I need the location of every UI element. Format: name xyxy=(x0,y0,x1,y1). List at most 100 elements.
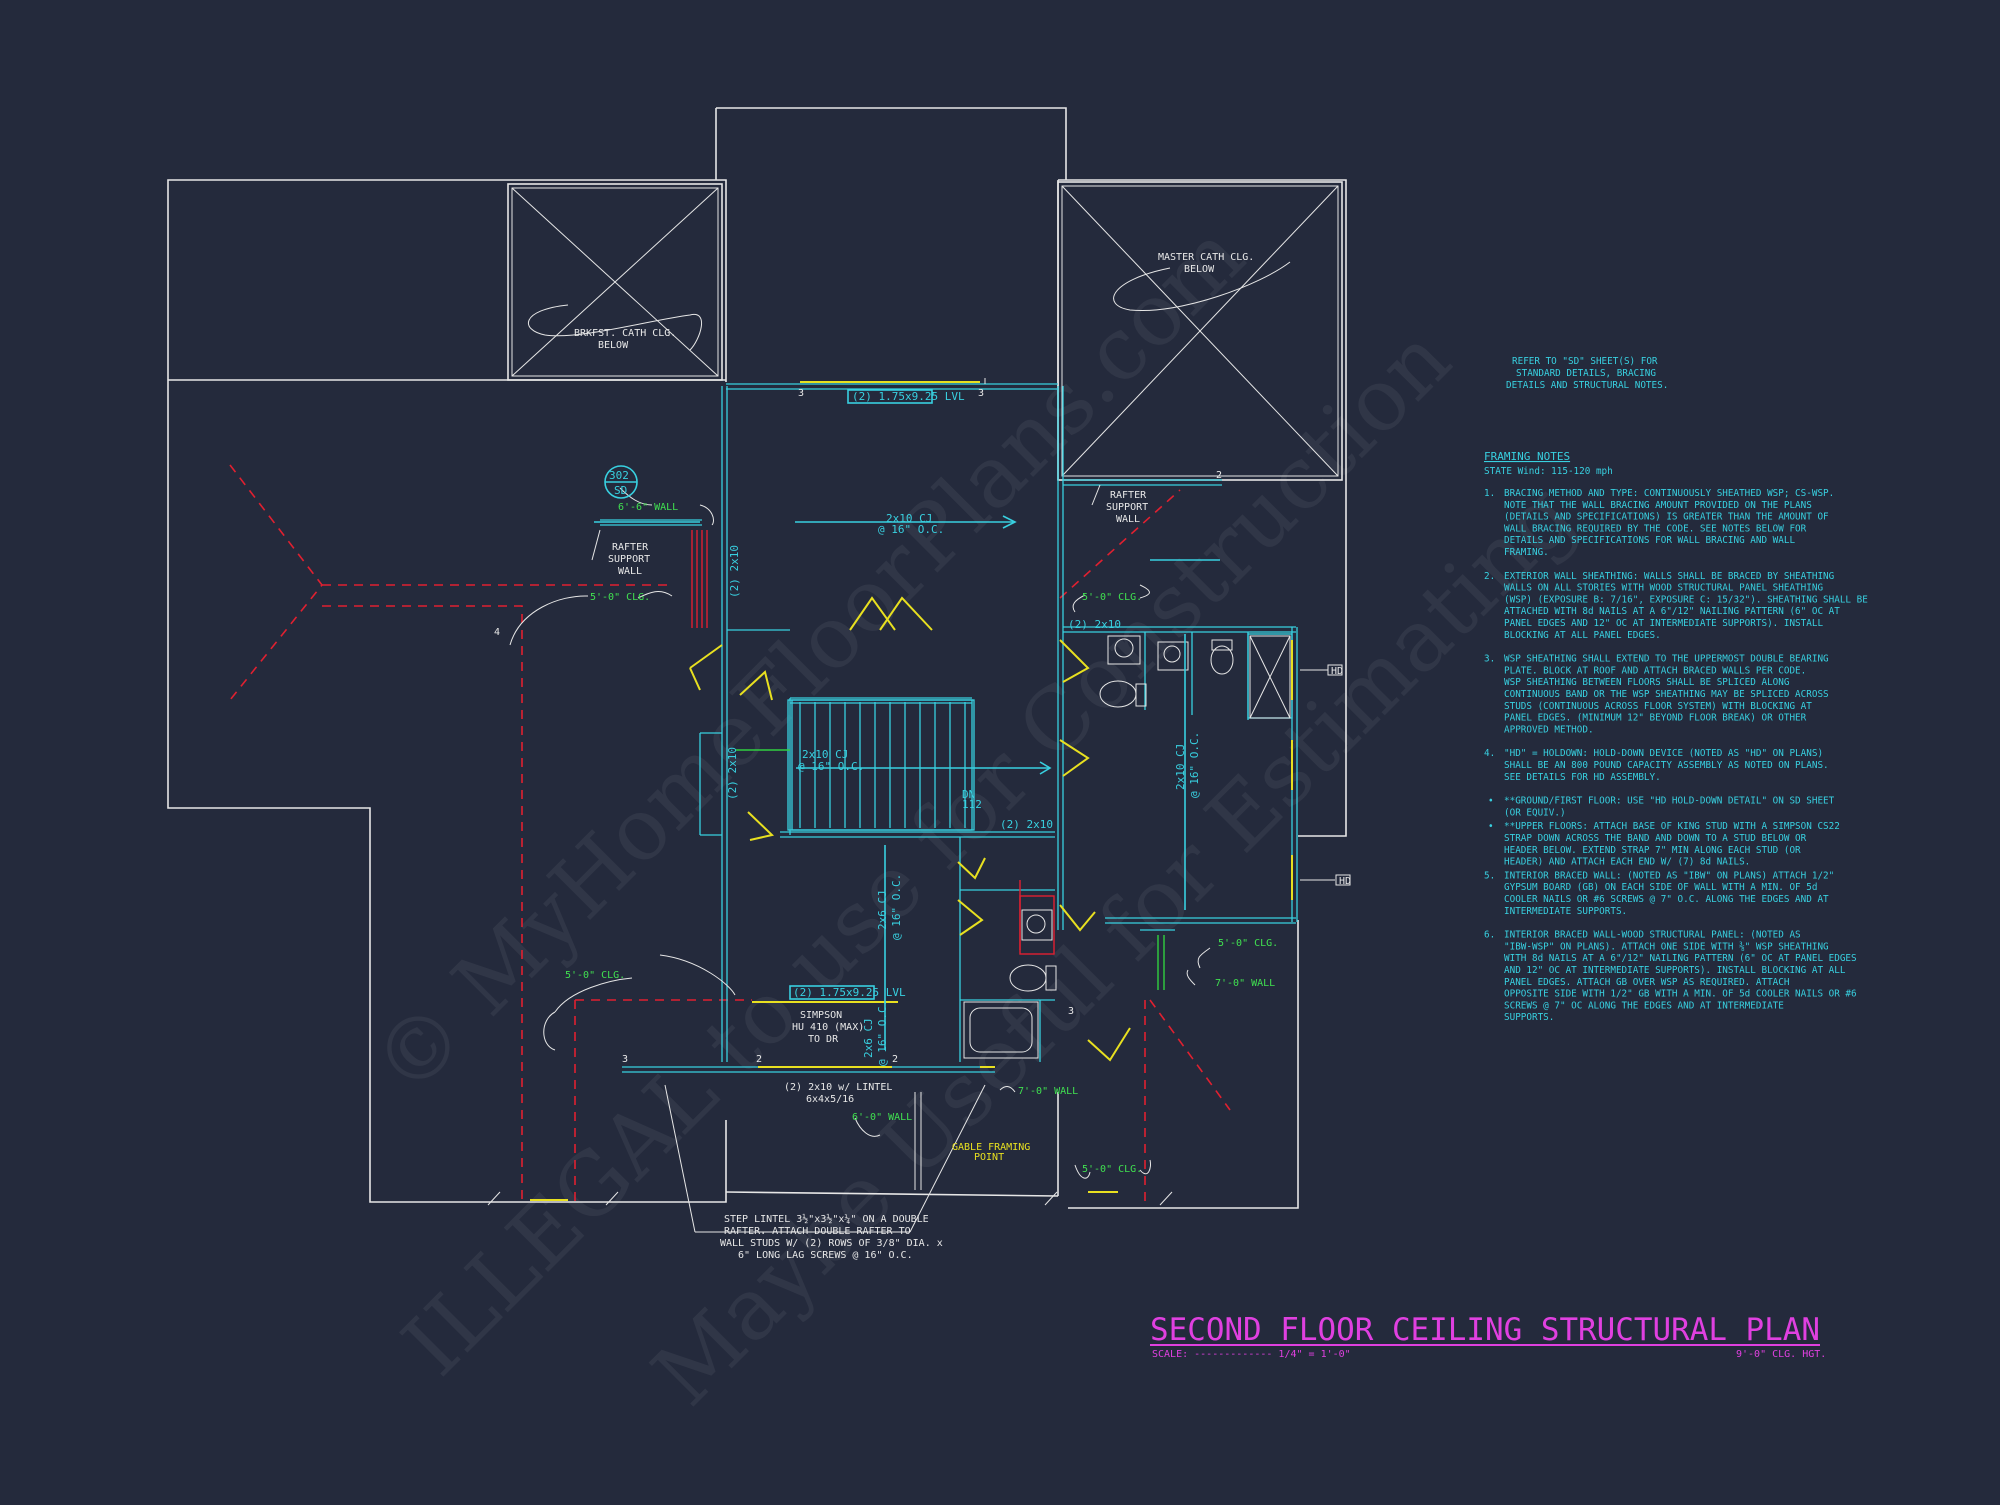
note-line: PANEL EDGES AND 12" OC AT INTERMEDIATE S… xyxy=(1504,618,1823,629)
beam-2x10-vert-a: (2) 2x10 xyxy=(728,545,741,598)
note-line: ATTACHED WITH 8d NAILS AT A 6"/12" NAILI… xyxy=(1504,606,1840,617)
detail-callout: 302 SD xyxy=(594,465,700,523)
cj-right-2: @ 16" O.C. xyxy=(1188,732,1201,798)
note-line: APPROVED METHOD. xyxy=(1504,724,1594,735)
note-line: "IBW-WSP" ON PLANS). ATTACH ONE SIDE WIT… xyxy=(1504,941,1829,952)
note-line: PLATE. BLOCK AT ROOF AND ATTACH BRACED W… xyxy=(1504,665,1806,676)
clg-5-lower-right: 5'-0" CLG. xyxy=(1218,938,1278,949)
step-lintel-2: RAFTER. ATTACH DOUBLE RAFTER TO xyxy=(724,1226,911,1237)
beam-2x10-vert-b: (2) 2x10 xyxy=(726,747,739,800)
note-line: (DETAILS AND SPECIFICATIONS) IS GREATER … xyxy=(1504,512,1829,523)
wall-7-center: 7'-0" WALL xyxy=(1018,1086,1078,1097)
master-cath-label-2: BELOW xyxy=(1184,264,1215,275)
hd-label-2: HD xyxy=(1339,876,1351,887)
note-number: • xyxy=(1488,796,1494,807)
note-number: 3. xyxy=(1484,654,1495,665)
hold-downs: HD HD xyxy=(1327,664,1351,887)
mark-3d: 3 xyxy=(1068,1006,1074,1017)
brkfst-cath-ceiling: BRKFST. CATH CLG. BELOW xyxy=(507,183,723,381)
note-line: WALL BRACING REQUIRED BY THE CODE. SEE N… xyxy=(1504,523,1807,534)
note-line: SEE DETAILS FOR HD ASSEMBLY. xyxy=(1504,772,1661,783)
clg-5-lower-left: 5'-0" CLG. xyxy=(565,970,625,981)
note-line: (WSP) (EXPOSURE B: 7/16", EXPOSURE C: 15… xyxy=(1504,594,1868,605)
note-line: WALLS ON ALL STORIES WITH WOOD STRUCTURA… xyxy=(1504,583,1823,594)
step-lintel-4: 6" LONG LAG SCREWS @ 16" O.C. xyxy=(738,1250,913,1261)
stair-dn: DN xyxy=(962,788,975,801)
note-line: OPPOSITE SIDE WITH 1/2" GB WITH A MIN. O… xyxy=(1504,989,1857,1000)
note-line: HEADER BELOW. EXTEND STRAP 7" MIN ALONG … xyxy=(1504,845,1801,856)
cj-stair-1: 2x10 CJ xyxy=(802,748,848,761)
cj-center-2: @ 16" O.C. xyxy=(890,874,903,940)
note-line: **GROUND/FIRST FLOOR: USE "HD HOLD-DOWN … xyxy=(1504,796,1835,807)
mark-2c: 2 xyxy=(892,1054,898,1065)
note-line: INTERIOR BRACED WALL: (NOTED AS "IBW" ON… xyxy=(1504,870,1834,881)
wall-7-right: 7'-0" WALL xyxy=(1215,978,1275,989)
cj-right-1: 2x10 CJ xyxy=(1174,744,1187,790)
drawing-title: SECOND FLOOR CEILING STRUCTURAL PLAN xyxy=(1150,1312,1820,1348)
note-line: (OR EQUIV.) xyxy=(1504,807,1566,818)
roof-ridge-lines xyxy=(229,464,1231,1202)
lvl-top-label: (2) 1.75x9.25 LVL xyxy=(852,390,965,403)
mark-3c: 3 xyxy=(622,1054,628,1065)
detail-sheet: SD xyxy=(614,484,627,497)
master-cath-ceiling: MASTER CATH CLG. BELOW xyxy=(1057,181,1343,481)
mark-3a: 3 xyxy=(798,388,804,399)
note-line: PANEL EDGES. (MINIMUM 12" BEYOND FLOOR B… xyxy=(1504,713,1807,724)
beam-2x10-mid: (2) 2x10 xyxy=(1000,818,1053,831)
simpson-3: TO DR xyxy=(808,1034,839,1045)
notes-list: 1. BRACING METHOD AND TYPE: CONTINUOUSLY … xyxy=(1484,488,1868,1023)
note-number: 4. xyxy=(1484,748,1495,759)
framing-notes-heading: FRAMING NOTES xyxy=(1484,450,1570,463)
note-line: **UPPER FLOORS: ATTACH BASE OF KING STUD… xyxy=(1504,821,1840,832)
stair-nr: 112 xyxy=(962,798,982,811)
cj-center-1: 2x6 CJ xyxy=(876,890,889,930)
note-line: WSP SHEATHING SHALL EXTEND TO THE UPPERM… xyxy=(1504,654,1829,665)
title-block: SECOND FLOOR CEILING STRUCTURAL PLAN SCA… xyxy=(1150,1312,1826,1360)
step-lintel-1: STEP LINTEL 3½"x3½"x¼" ON A DOUBLE xyxy=(724,1213,929,1225)
cj-small-1: 2x6 CJ xyxy=(862,1018,875,1058)
gable-1: GABLE FRAMING xyxy=(952,1142,1030,1153)
leaders xyxy=(487,378,1335,1233)
mark-2b: 2 xyxy=(756,1054,762,1065)
bath-fixtures xyxy=(963,635,1291,1059)
mark-2a: 2 xyxy=(1216,470,1222,481)
rafter-right-3: WALL xyxy=(1116,514,1140,525)
note-number: 1. xyxy=(1484,488,1495,499)
note-number: 6. xyxy=(1484,930,1495,941)
mark-4: 4 xyxy=(494,627,500,638)
stair xyxy=(791,699,1052,831)
lintel-1: (2) 2x10 w/ LINTEL xyxy=(784,1082,892,1093)
note-line: PANEL EDGES. ATTACH GB OVER WSP AS REQUI… xyxy=(1504,977,1789,988)
rafter-support-hatch xyxy=(691,530,1021,950)
cj-small-2: @ 16" O.C. xyxy=(876,1000,889,1066)
rafter-left-2: SUPPORT xyxy=(608,554,650,565)
note-line: STUDS (CONTINUOUS ACROSS FLOOR SYSTEM) W… xyxy=(1504,701,1812,712)
rafter-left-1: RAFTER xyxy=(612,542,649,553)
rafter-left-3: WALL xyxy=(618,566,642,577)
gable-2: POINT xyxy=(974,1152,1004,1163)
framing-notes: REFER TO "SD" SHEET(S) FOR STANDARD DETA… xyxy=(1484,356,1868,1023)
step-lintel-3: WALL STUDS W/ (2) ROWS OF 3/8" DIA. x xyxy=(720,1238,943,1249)
note-line: SCREWS @ 7" OC ALONG THE EDGES AND AT IN… xyxy=(1504,1000,1784,1011)
note-line: BLOCKING AT ALL PANEL EDGES. xyxy=(1504,630,1661,641)
note-line: BRACING METHOD AND TYPE: CONTINUOUSLY SH… xyxy=(1504,488,1834,499)
simpson-1: SIMPSON xyxy=(800,1010,842,1021)
note-line: DETAILS AND SPECIFICATIONS FOR WALL BRAC… xyxy=(1504,535,1795,546)
ceiling-height: 9'-0" CLG. HGT. xyxy=(1736,1349,1826,1360)
clg-5-left: 5'-0" CLG. xyxy=(590,592,650,603)
clg-5-right: 5'-0" CLG. xyxy=(1082,592,1142,603)
note-line: SHALL BE AN 800 POUND CAPACITY ASSEMBLY … xyxy=(1504,760,1829,771)
refer-note-1: REFER TO "SD" SHEET(S) FOR xyxy=(1512,356,1658,367)
cj-top-1: 2x10 CJ xyxy=(886,512,932,525)
note-line: FRAMING. xyxy=(1504,547,1549,558)
note-line: AND 12" OC AT INTERMEDIATE SUPPORTS). IN… xyxy=(1504,965,1846,976)
note-line: NOTE THAT THE WALL BRACING AMOUNT PROVID… xyxy=(1504,500,1812,511)
note-line: INTERMEDIATE SUPPORTS. xyxy=(1504,906,1627,917)
note-line: GYPSUM BOARD (GB) ON EACH SIDE OF WALL W… xyxy=(1504,882,1817,893)
lintel-2: 6x4x5/16 xyxy=(806,1094,854,1105)
clg-5-bottom: 5'-0" CLG. xyxy=(1082,1164,1142,1175)
beam-2x10-top: (2) 2x10 xyxy=(1068,618,1121,631)
note-line: STRAP DOWN ACROSS THE BAND AND DOWN TO A… xyxy=(1504,833,1807,844)
refer-note-3: DETAILS AND STRUCTURAL NOTES. xyxy=(1506,380,1668,391)
